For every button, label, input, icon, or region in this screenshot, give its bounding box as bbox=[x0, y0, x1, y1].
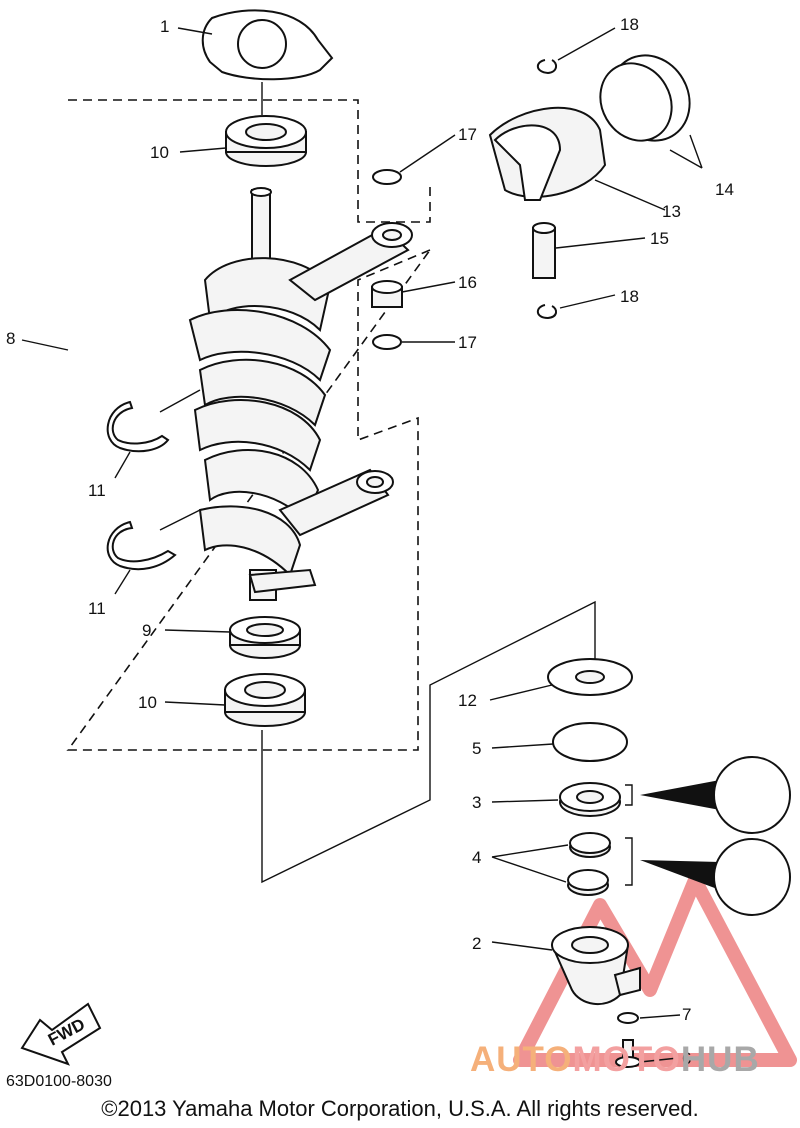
callout-18-lower: 18 bbox=[620, 287, 639, 306]
callout-13: 13 bbox=[662, 202, 681, 221]
watermark-moto: MOTO bbox=[572, 1040, 681, 1079]
needle-bearing bbox=[371, 280, 403, 308]
callout-9: 9 bbox=[142, 621, 151, 640]
callout-4: 4 bbox=[472, 848, 481, 867]
callout-10-top: 10 bbox=[150, 143, 169, 162]
thrust-washer bbox=[547, 658, 633, 696]
callout-11-upper: 11 bbox=[88, 481, 106, 500]
callout-17-lower: 17 bbox=[458, 333, 477, 352]
bearing-bottom bbox=[224, 673, 306, 727]
crankshaft bbox=[188, 187, 332, 601]
connecting-rod-lower bbox=[278, 468, 394, 537]
washer-7 bbox=[617, 1012, 639, 1024]
callout-3: 3 bbox=[472, 793, 481, 812]
piston-pin bbox=[532, 222, 556, 279]
bushing bbox=[229, 616, 301, 659]
callout-11-lower: 11 bbox=[88, 599, 106, 618]
seal-detail-insets bbox=[625, 756, 791, 916]
callout-labels: 1 2 3 4 5 6 7 8 9 10 10 11 11 12 13 14 1… bbox=[6, 15, 734, 1068]
oil-seal-pair bbox=[567, 832, 611, 896]
watermark-hub: HUB bbox=[680, 1040, 760, 1079]
washer-lower bbox=[372, 334, 402, 350]
callout-7: 7 bbox=[682, 1005, 691, 1024]
retaining-ring-lower bbox=[106, 520, 177, 571]
callout-10-bottom: 10 bbox=[138, 693, 157, 712]
copyright-notice: ©2013 Yamaha Motor Corporation, U.S.A. A… bbox=[101, 1096, 699, 1121]
callout-18-upper: 18 bbox=[620, 15, 639, 34]
bearing-top bbox=[225, 115, 307, 167]
callout-8: 8 bbox=[6, 329, 15, 348]
watermark-auto: AUTO bbox=[470, 1040, 573, 1079]
connecting-rod-upper bbox=[288, 222, 413, 302]
leader-lines bbox=[21, 27, 703, 1063]
forward-direction-icon: FWD bbox=[20, 1002, 102, 1066]
piston bbox=[488, 106, 607, 201]
callout-14: 14 bbox=[715, 180, 734, 199]
diagram-code: 63D0100-8030 bbox=[6, 1073, 112, 1090]
o-ring bbox=[552, 722, 628, 762]
callout-1: 1 bbox=[160, 17, 169, 36]
assembly-boundary bbox=[66, 99, 433, 751]
callout-12: 12 bbox=[458, 691, 477, 710]
clip-lower bbox=[536, 304, 558, 320]
callout-16: 16 bbox=[458, 273, 477, 292]
callout-2: 2 bbox=[472, 934, 481, 953]
callout-6: 6 bbox=[682, 1049, 691, 1068]
piston-rings bbox=[599, 54, 691, 142]
callout-15: 15 bbox=[650, 229, 669, 248]
gasket bbox=[201, 9, 334, 81]
watermark-text: AUTOMOTOHUB bbox=[470, 1040, 760, 1080]
washer-upper bbox=[372, 169, 402, 185]
lower-housing bbox=[550, 926, 641, 1005]
clip-upper bbox=[536, 59, 558, 75]
callout-5: 5 bbox=[472, 739, 481, 758]
oil-seal-single bbox=[559, 782, 621, 817]
callout-17-upper: 17 bbox=[458, 125, 477, 144]
retaining-ring-upper bbox=[106, 400, 170, 453]
